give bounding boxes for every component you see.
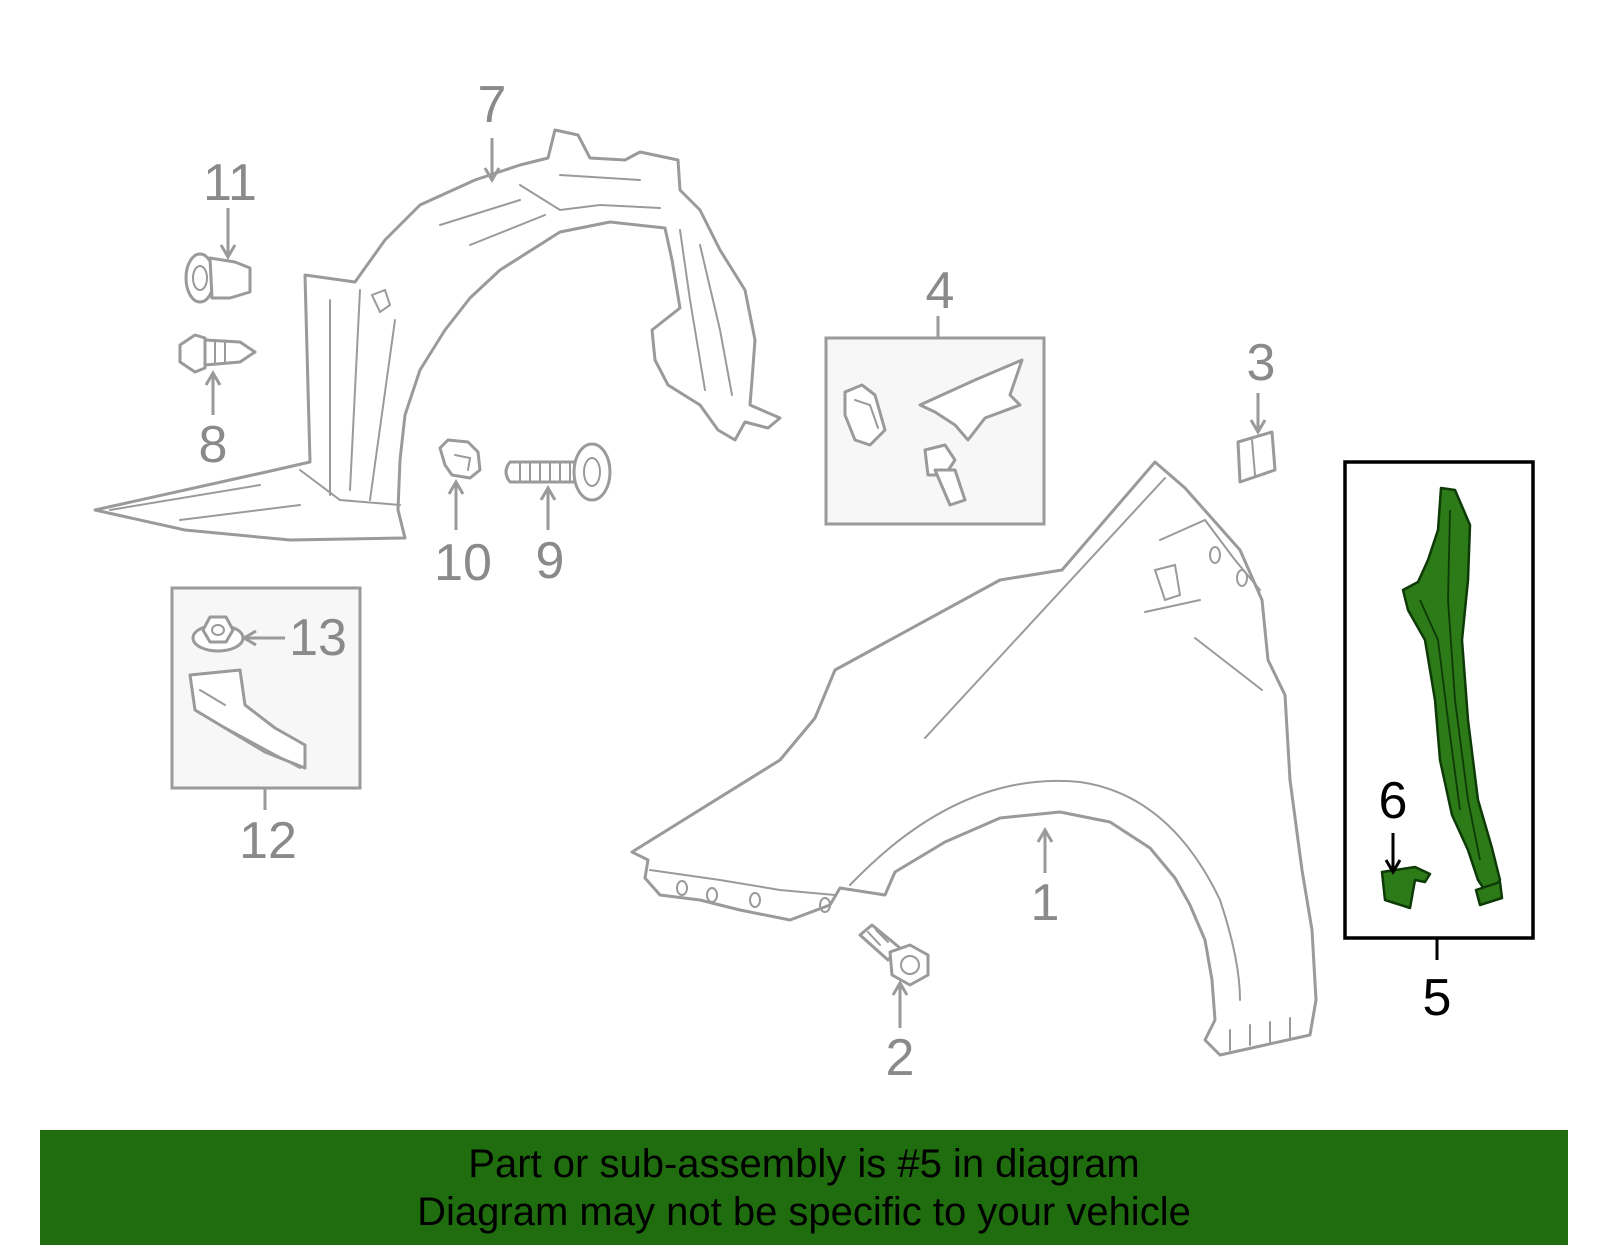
callout-8: 8: [199, 416, 228, 474]
callout-2: 2: [886, 1029, 915, 1087]
nut-part-13[interactable]: [191, 615, 245, 653]
leader-2-arrow: [891, 980, 909, 996]
callout-5: 5: [1423, 969, 1452, 1027]
leader-1-arrow: [1036, 827, 1054, 843]
leader-lines: [204, 138, 1439, 1028]
callout-7: 7: [478, 76, 507, 134]
callout-3: 3: [1247, 334, 1276, 392]
info-banner: Part or sub-assembly is #5 in diagram Di…: [40, 1130, 1568, 1245]
clip-part-11[interactable]: [184, 252, 252, 304]
leader-8-arrow: [204, 370, 222, 386]
banner-line-1: Part or sub-assembly is #5 in diagram: [468, 1141, 1140, 1186]
parts-diagram: 1 2 3 4 5 6 7 8 9 10 11 12 13: [93, 76, 1535, 1087]
push-clip-part-8[interactable]: [178, 333, 257, 374]
fender-seal-part-5[interactable]: [1401, 486, 1504, 907]
pad-part-3[interactable]: [1236, 430, 1277, 484]
callout-1: 1: [1031, 874, 1060, 932]
callout-10: 10: [434, 534, 492, 592]
callout-13: 13: [289, 609, 347, 667]
callout-4: 4: [926, 262, 955, 320]
clip-part-10[interactable]: [438, 438, 482, 480]
leader-9-arrow: [539, 485, 557, 501]
leader-13-arrow: [241, 629, 257, 647]
screw-part-9[interactable]: [504, 442, 612, 502]
leader-11-arrow: [219, 244, 237, 260]
callout-9: 9: [536, 532, 565, 590]
front-fender-part-1[interactable]: [630, 460, 1318, 1057]
leader-7-arrow: [483, 167, 501, 183]
bracket-part-4[interactable]: [843, 358, 1024, 507]
bracket-part-12[interactable]: [188, 668, 307, 770]
banner-line-2: Diagram may not be specific to your vehi…: [417, 1189, 1191, 1234]
fender-liner-part-7[interactable]: [93, 128, 782, 542]
callout-12: 12: [239, 812, 297, 870]
leader-10-arrow: [447, 479, 465, 495]
leader-3-arrow: [1249, 419, 1267, 435]
clip-part-6[interactable]: [1380, 865, 1432, 910]
leader-6-arrow: [1384, 859, 1402, 875]
callout-6: 6: [1379, 772, 1408, 830]
callout-11: 11: [203, 154, 257, 212]
bolt-part-2[interactable]: [858, 923, 930, 987]
